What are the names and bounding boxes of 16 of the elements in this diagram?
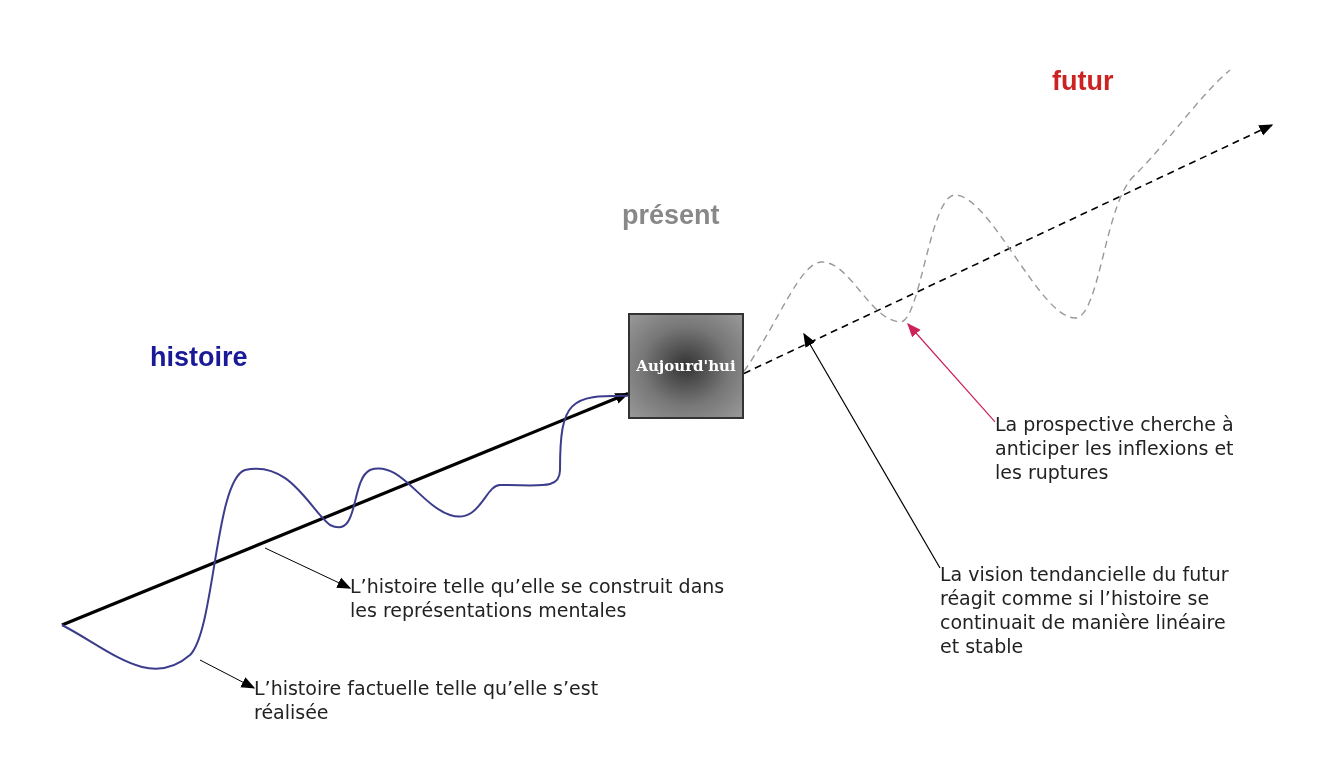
leader-line [264,547,352,589]
leader-line [803,332,941,569]
annotation-text: La vision tendancielle du futur réagit comme si l’histoire se continuait de manière linéaire et stable [940,562,1240,658]
dashed-arrow [743,124,1274,375]
annotation-text: La prospective cherche à anticiper les inflexions et les ruptures [995,412,1255,484]
annotation-text: L’histoire telle qu’elle se construit dans les représentations mentales [350,574,750,622]
annotation-text: L’histoire factuelle telle qu’elle s’est réalisée [254,676,604,724]
period-label: futur [1052,66,1114,97]
leader-line [199,659,256,689]
period-label: présent [622,200,720,231]
leader-line [907,322,996,423]
today-box: Aujourd'hui [628,313,744,419]
period-label: histoire [150,342,248,373]
arrow [61,392,630,627]
wavy-line [743,69,1231,372]
wavy-line [61,394,629,670]
